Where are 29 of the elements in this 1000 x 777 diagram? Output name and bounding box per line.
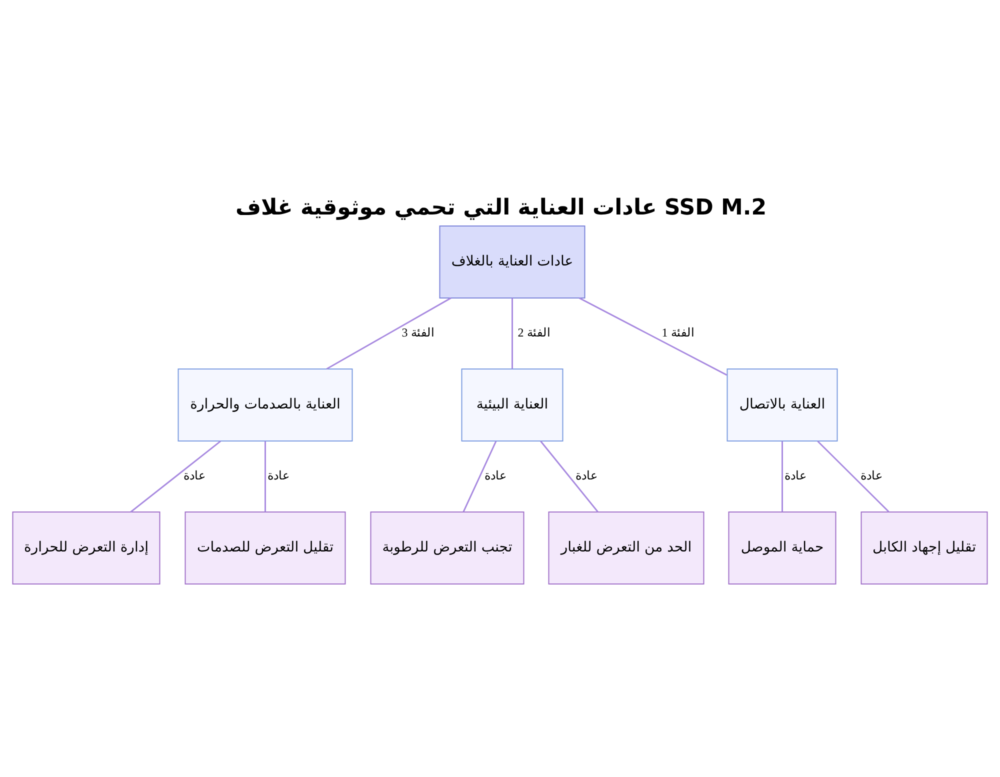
node-box: عادات العناية بالغلاف: [439, 225, 586, 298]
edge-label: الفئة 3: [402, 325, 434, 340]
connector: [264, 440, 266, 512]
edge-label: عادة: [267, 468, 290, 482]
connector: [817, 440, 890, 512]
diagram-title: عادات العناية التي تحمي موثوقية غلاف SSD M.2: [236, 195, 767, 220]
node-box: إدارة التعرض للحرارة: [12, 511, 160, 584]
edge-label: الفئة 2: [518, 325, 550, 340]
connector: [462, 440, 497, 512]
edge-label: عادة: [575, 468, 598, 482]
connector: [130, 440, 221, 512]
node-box: تقليل إجهاد الكابل: [860, 511, 988, 584]
node-box: العناية بالاتصال: [726, 368, 838, 441]
edge-label: عادة: [784, 468, 806, 482]
node-box: العناية بالصدمات والحرارة: [178, 368, 353, 441]
connector: [540, 440, 598, 512]
edge-label: الفئة 1: [662, 325, 694, 340]
connector: [512, 298, 513, 368]
connector: [326, 296, 452, 370]
edge-label: عادة: [484, 468, 506, 482]
connector: [579, 296, 728, 376]
node-box: تقليل التعرض للصدمات: [184, 511, 346, 584]
node-box: تجنب التعرض للرطوبة: [370, 511, 524, 584]
node-box: حماية الموصل: [728, 511, 836, 584]
node-box: العناية البيئية: [461, 368, 564, 441]
connector: [782, 440, 783, 512]
node-box: الحد من التعرض للغبار: [548, 511, 704, 584]
edge-label: عادة: [183, 468, 206, 482]
edge-label: عادة: [860, 468, 882, 482]
